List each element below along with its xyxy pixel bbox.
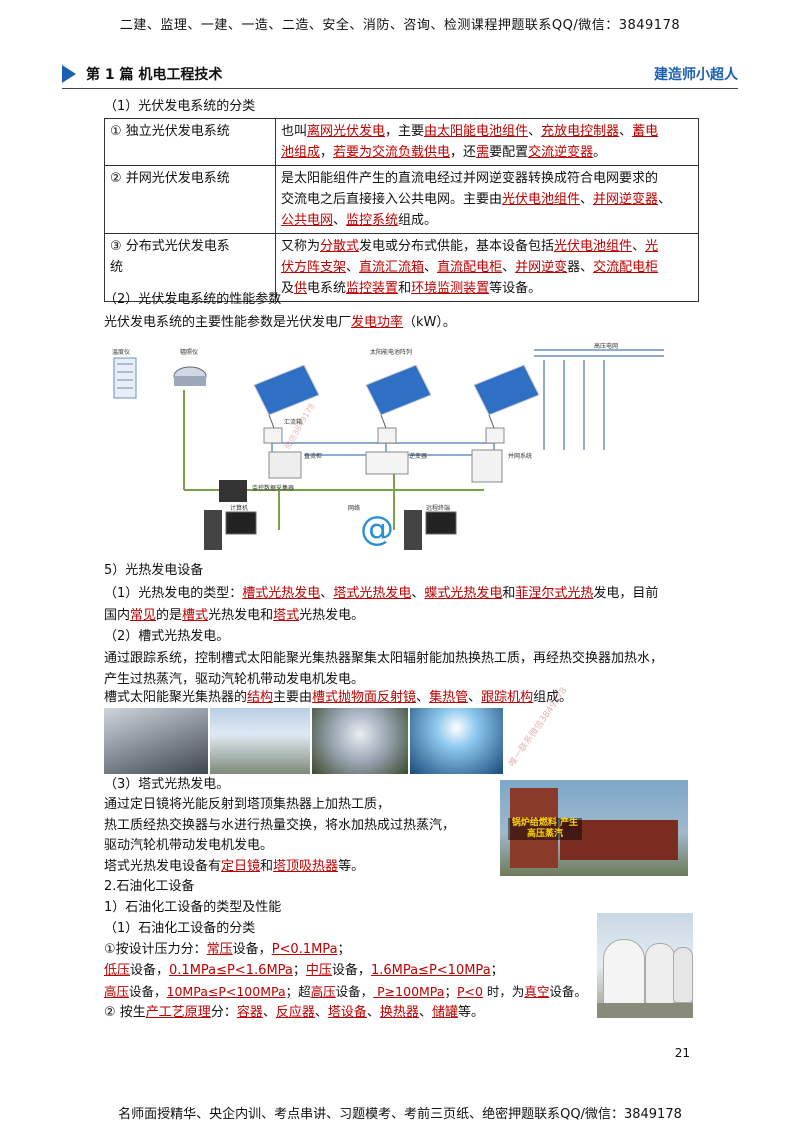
table-cell-desc: 又称为分散式发电或分布式供能，基本设备包括光伏电池组件、光伏方阵支架、直流汇流箱… xyxy=(275,233,699,302)
dish-photo xyxy=(312,708,408,774)
solar-panel-icon xyxy=(253,364,320,429)
storage-tank-photo xyxy=(597,913,693,1018)
combiner-box-icon xyxy=(377,427,397,444)
paragraph: ①按设计压力分：常压设备，P<0.1MPa； xyxy=(104,942,351,957)
table-cell-label: ② 并网光伏发电系统 xyxy=(104,165,276,234)
table-row: ② 并网光伏发电系统 是太阳能组件产生的直流电经过并网逆变器转换成符合电网要求的… xyxy=(104,165,699,234)
combiner-box-icon xyxy=(485,427,505,444)
dc-cabinet-icon xyxy=(268,451,302,479)
svg-text:高压电网: 高压电网 xyxy=(594,342,618,350)
svg-text:并网系统: 并网系统 xyxy=(508,452,532,460)
paragraph: 低压设备，0.1MPa≤P<1.6MPa；中压设备，1.6MPa≤P<10MPa… xyxy=(104,963,504,978)
tower-photo xyxy=(210,708,310,774)
table-cell-desc: 是太阳能组件产生的直流电经过并网逆变器转换成符合电网要求的交流电之后直接接入公共… xyxy=(275,165,699,234)
subsection-title: （2）槽式光热发电。 xyxy=(104,629,230,644)
svg-text:汇流箱: 汇流箱 xyxy=(284,418,302,426)
svg-text:计算机: 计算机 xyxy=(230,504,248,512)
section-title: 5）光热发电设备 xyxy=(104,563,204,578)
computer-icon xyxy=(404,510,457,550)
table-cell-label: ③ 分布式光伏发电系统 xyxy=(104,233,276,302)
thermometer-icon xyxy=(113,357,137,399)
paragraph: 塔式光热发电设备有定日镜和塔顶吸热器等。 xyxy=(104,859,365,874)
paragraph: 驱动汽轮机带动发电机发电。 xyxy=(104,838,274,853)
boiler-photo: 锅炉给燃料 产生高压蒸汽 xyxy=(500,780,688,876)
data-collector-icon xyxy=(219,480,247,502)
paragraph: 热工质经热交换器与水进行热量交换，将水加热成过热蒸汽， xyxy=(104,818,456,833)
paragraph: ② 按生产工艺原理分：容器、反应器、塔设备、换热器、储罐等。 xyxy=(104,1005,484,1020)
pv-classification-table: ① 独立光伏发电系统 也叫离网光伏发电，主要由太阳能电池组件、充放电控制器、蓄电… xyxy=(104,118,699,302)
svg-text:逆变器: 逆变器 xyxy=(409,452,427,460)
section-title: 2.石油化工设备 xyxy=(104,879,195,894)
table-row: ③ 分布式光伏发电系统 又称为分散式发电或分布式供能，基本设备包括光伏电池组件、… xyxy=(104,233,699,302)
pv-system-diagram: @ 温度仪 辐照仪 太阳能电池阵列 高压电网 汇流箱 直流柜 逆变器 并网系统 … xyxy=(112,342,664,550)
combiner-box-icon xyxy=(263,427,283,444)
svg-text:直流柜: 直流柜 xyxy=(304,452,322,460)
section-title: （1）光伏发电系统的分类 xyxy=(104,99,256,114)
paragraph: 光伏发电系统的主要性能参数是光伏发电厂发电功率（kW）。 xyxy=(104,315,456,330)
table-cell-desc: 也叫离网光伏发电，主要由太阳能电池组件、充放电控制器、蓄电池组成，若要为交流负载… xyxy=(275,118,699,166)
paragraph: 产生过热蒸汽，驱动汽轮机带动发电机发电。 xyxy=(104,672,365,687)
solar-panel-icon xyxy=(365,364,432,429)
table-cell-label: ① 独立光伏发电系统 xyxy=(104,118,276,166)
svg-text:辐照仪: 辐照仪 xyxy=(180,348,198,356)
paragraph: 高压设备，10MPa≤P<100MPa；超高压设备， P≥100MPa；P<0 … xyxy=(104,984,587,999)
subsection-title: （1）石油化工设备的分类 xyxy=(104,921,256,936)
chapter-title: 第 1 篇 机电工程技术 xyxy=(86,67,223,83)
paragraph: 国内常见的是槽式光热发电和塔式光热发电。 xyxy=(104,608,365,623)
table-row: ① 独立光伏发电系统 也叫离网光伏发电，主要由太阳能电池组件、充放电控制器、蓄电… xyxy=(104,118,699,166)
author-name: 建造师小超人 xyxy=(654,67,738,83)
trough-photo xyxy=(104,708,208,774)
bottom-banner: 名师面授精华、央企内训、考点串讲、习题模考、考前三页纸、绝密押题联系QQ/微信：… xyxy=(118,1107,682,1122)
svg-text:远程终端: 远程终端 xyxy=(426,504,450,512)
paragraph: 槽式太阳能聚光集热器的结构主要由槽式抛物面反射镜、集热管、跟踪机构组成。 xyxy=(104,690,573,705)
paragraph: （1）光热发电的类型：槽式光热发电、塔式光热发电、蝶式光热发电和菲涅尔式光热发电… xyxy=(104,586,659,601)
ac-cabinet-icon xyxy=(471,449,503,483)
inverter-icon xyxy=(365,451,409,475)
page-number: 21 xyxy=(674,1046,690,1060)
svg-text:温度仪: 温度仪 xyxy=(112,348,130,356)
subsection-title: 1）石油化工设备的类型及性能 xyxy=(104,900,282,915)
paragraph: 通过定日镜将光能反射到塔顶集热器上加热工质， xyxy=(104,797,391,812)
paragraph: 通过跟踪系统，控制槽式太阳能聚光集热器聚集太阳辐射能加热换热工质，再经热交换器加… xyxy=(104,651,664,666)
page-header: 第 1 篇 机电工程技术 建造师小超人 xyxy=(62,64,738,86)
svg-text:网络: 网络 xyxy=(348,504,360,512)
tower-field-photo xyxy=(410,708,503,774)
subsection-title: （3）塔式光热发电。 xyxy=(104,777,230,792)
top-banner: 二建、监理、一建、一造、二造、安全、消防、咨询、检测课程押题联系QQ/微信：38… xyxy=(119,18,681,33)
solar-panel-icon xyxy=(473,364,540,429)
computer-icon xyxy=(204,510,257,550)
triangle-icon xyxy=(62,65,76,83)
header-rule xyxy=(62,88,738,89)
section-title: （2）光伏发电系统的性能参数 xyxy=(104,292,282,307)
radiometer-icon xyxy=(173,366,207,386)
network-icon: @ xyxy=(360,509,394,549)
svg-text:太阳能电池阵列: 太阳能电池阵列 xyxy=(370,348,412,356)
svg-text:监控数据采集器: 监控数据采集器 xyxy=(252,484,294,492)
photo-caption: 锅炉给燃料 产生高压蒸汽 xyxy=(508,818,582,840)
